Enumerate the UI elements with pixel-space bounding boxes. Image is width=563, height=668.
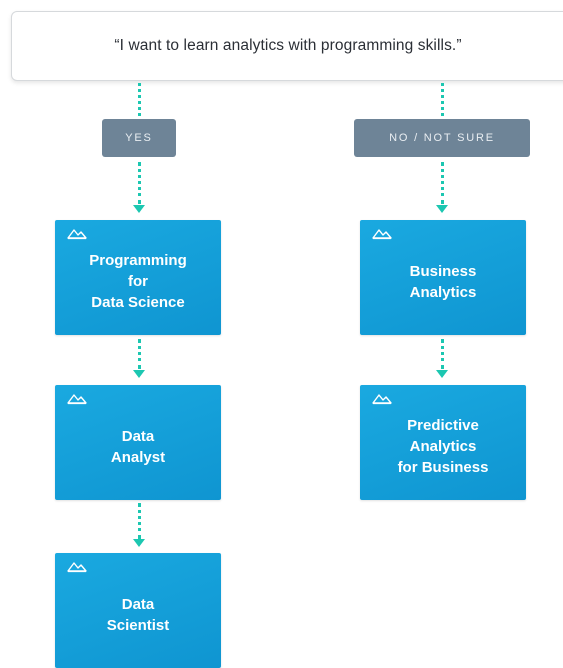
card-title-line: Data bbox=[121, 427, 155, 445]
card-title-line: Business bbox=[409, 262, 477, 280]
connector-card-2-to-card-3 bbox=[138, 503, 141, 539]
mountain-icon bbox=[67, 562, 87, 573]
card-title-line: for Business bbox=[397, 459, 489, 476]
card-title: Programming for Data Science bbox=[55, 220, 221, 335]
card-title-line: Data bbox=[121, 595, 155, 613]
card-title: Data Scientist bbox=[55, 553, 221, 668]
yes-pill-label: YES bbox=[125, 132, 153, 144]
card-title-line: Data Science bbox=[91, 294, 185, 311]
card-title-line: for bbox=[128, 273, 148, 290]
card-title-line: Programming bbox=[89, 252, 187, 269]
connector-question-no bbox=[441, 83, 444, 116]
card-title-line: Analytics bbox=[409, 438, 477, 455]
program-card-data-analyst[interactable]: Data Analyst bbox=[55, 385, 221, 500]
arrowhead-no-card-2 bbox=[436, 370, 448, 378]
card-title-line: Predictive bbox=[407, 417, 479, 434]
connector-no-card-1-to-card-2 bbox=[441, 339, 444, 369]
card-title: Business Analytics bbox=[360, 220, 526, 335]
card-title: Predictive Analytics for Business bbox=[360, 385, 526, 500]
arrowhead-yes-card-1 bbox=[133, 205, 145, 213]
card-title-line: Scientist bbox=[106, 616, 170, 634]
card-title-line: Analytics bbox=[409, 283, 477, 301]
question-box: “I want to learn analytics with programm… bbox=[11, 11, 563, 81]
question-text: “I want to learn analytics with programm… bbox=[114, 37, 462, 54]
mountain-icon bbox=[67, 394, 87, 405]
connector-card-1-to-card-2 bbox=[138, 339, 141, 369]
mountain-icon bbox=[67, 229, 87, 240]
card-title-line: Analyst bbox=[110, 448, 166, 466]
no-pill-label: NO / NOT SURE bbox=[389, 132, 495, 144]
no-not-sure-pill[interactable]: NO / NOT SURE bbox=[354, 119, 530, 157]
mountain-icon bbox=[372, 394, 392, 405]
mountain-icon bbox=[372, 229, 392, 240]
program-card-data-scientist[interactable]: Data Scientist bbox=[55, 553, 221, 668]
connector-question-yes bbox=[138, 83, 141, 116]
yes-pill[interactable]: YES bbox=[102, 119, 176, 157]
arrowhead-yes-card-3 bbox=[133, 539, 145, 547]
program-card-programming-for-data-science[interactable]: Programming for Data Science bbox=[55, 220, 221, 335]
program-card-predictive-analytics-for-business[interactable]: Predictive Analytics for Business bbox=[360, 385, 526, 500]
connector-yes-to-card-1 bbox=[138, 162, 141, 204]
card-title: Data Analyst bbox=[55, 385, 221, 500]
connector-no-to-card-1 bbox=[441, 162, 444, 204]
program-card-business-analytics[interactable]: Business Analytics bbox=[360, 220, 526, 335]
arrowhead-yes-card-2 bbox=[133, 370, 145, 378]
arrowhead-no-card-1 bbox=[436, 205, 448, 213]
